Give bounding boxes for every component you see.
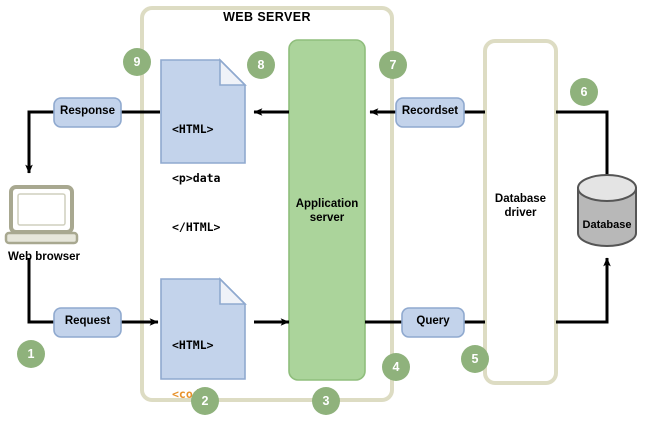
pill-request-label: Request bbox=[64, 315, 111, 327]
document-request-shape bbox=[160, 277, 247, 380]
connector-response-to-browser bbox=[25, 110, 54, 174]
document-response-code: <HTML> <p>data </HTML> bbox=[172, 88, 220, 268]
doc-line: <HTML> bbox=[172, 337, 214, 352]
page-title: WEB SERVER bbox=[223, 10, 311, 24]
step-badge-8: 8 bbox=[247, 51, 275, 79]
connector-browser-to-request bbox=[27, 258, 54, 324]
doc-line: <HTML> bbox=[172, 121, 214, 136]
database-label: Database bbox=[582, 219, 632, 231]
pill-query bbox=[401, 307, 465, 338]
document-response-shape bbox=[160, 58, 247, 164]
pill-response-label: Response bbox=[60, 105, 115, 117]
pill-recordset bbox=[395, 97, 465, 128]
web-server-container bbox=[140, 6, 394, 402]
connector-dbdriver-to-database bbox=[556, 257, 611, 324]
pill-response bbox=[53, 97, 122, 128]
step-badge-3: 3 bbox=[312, 387, 340, 415]
laptop-icon bbox=[4, 185, 79, 245]
pill-recordset-label: Recordset bbox=[401, 105, 459, 117]
doc-line: </HTML> bbox=[172, 219, 221, 234]
application-server-box bbox=[288, 39, 366, 381]
step-badge-1: 1 bbox=[17, 340, 45, 368]
step-badge-9: 9 bbox=[123, 48, 151, 76]
pill-query-label: Query bbox=[416, 315, 450, 327]
database-driver-container bbox=[483, 39, 558, 385]
doc-line: <p>data bbox=[172, 170, 221, 185]
connector-database-to-dbdriver bbox=[556, 110, 609, 175]
database-cylinder-icon bbox=[577, 174, 637, 247]
database-driver-label: Database driver bbox=[494, 193, 547, 219]
step-badge-2: 2 bbox=[191, 387, 219, 415]
application-server-label: Application server bbox=[295, 198, 359, 224]
step-badge-6: 6 bbox=[570, 78, 598, 106]
step-badge-5: 5 bbox=[461, 345, 489, 373]
step-badge-7: 7 bbox=[379, 51, 407, 79]
step-badge-4: 4 bbox=[382, 353, 410, 381]
pill-request bbox=[53, 307, 122, 338]
web-browser-label: Web browser bbox=[8, 251, 80, 263]
